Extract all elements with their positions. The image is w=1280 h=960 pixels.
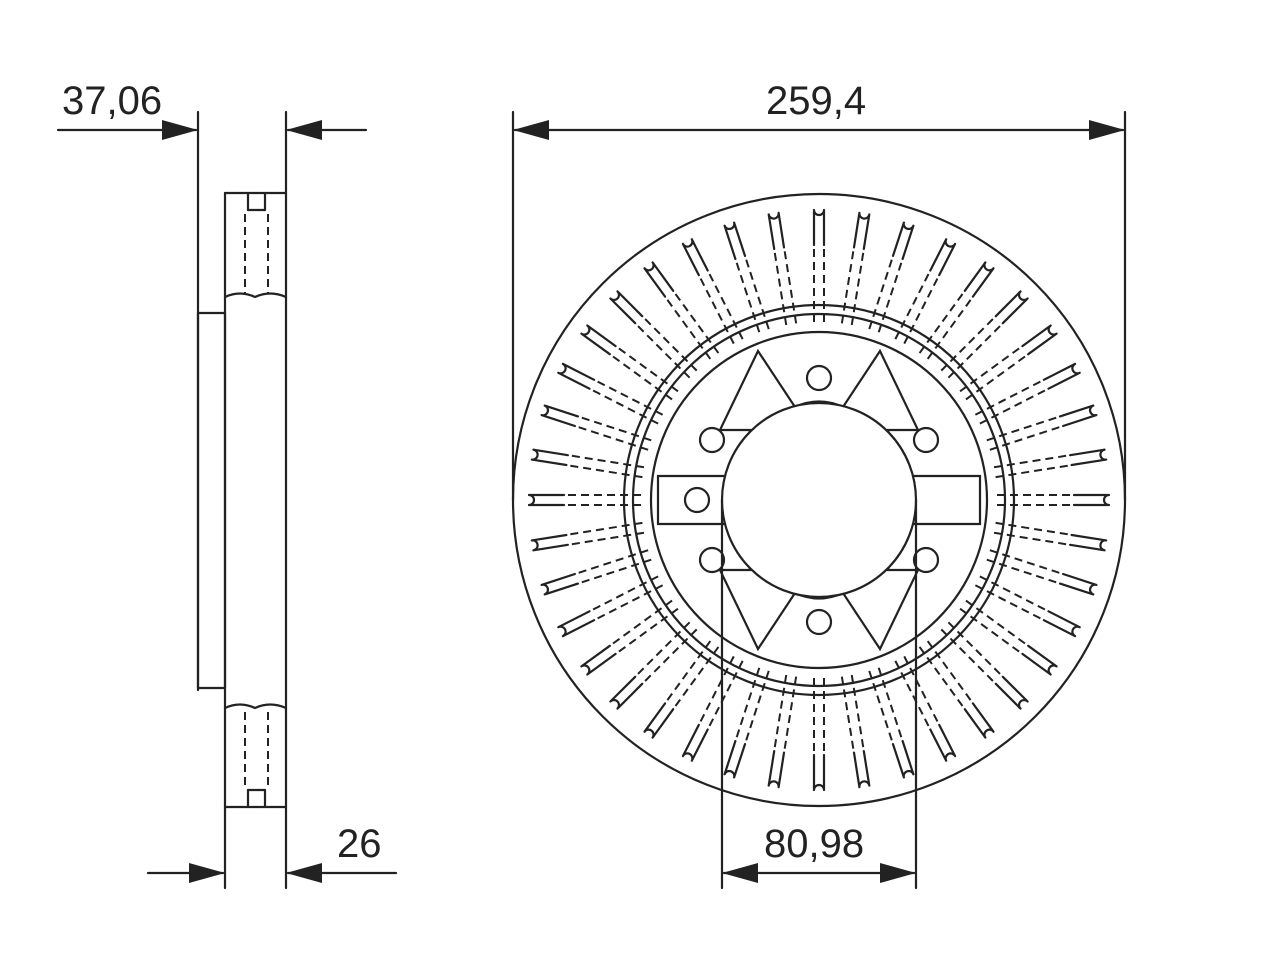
vane-tip <box>723 739 747 779</box>
side-vent-top <box>223 191 288 299</box>
vane-tip <box>767 750 786 789</box>
vane-tip <box>540 572 580 596</box>
vane-tip <box>929 723 957 762</box>
vane-tip <box>643 702 675 739</box>
vane-tip <box>723 221 747 261</box>
diameter-label: 259,4 <box>766 79 866 123</box>
vane-tip <box>580 644 617 676</box>
vane-tip <box>530 533 569 552</box>
diameter-dimension: 259,4 <box>511 79 1127 502</box>
side-view: 37,06 26 <box>56 79 398 890</box>
vane-tip <box>530 448 569 467</box>
side-vent-bottom <box>223 703 288 809</box>
bore-dimension: 80,98 <box>720 498 918 890</box>
vane-tip <box>852 211 871 250</box>
bolt-hole <box>912 426 940 454</box>
vane-tip <box>1058 404 1098 428</box>
vane-tip <box>1072 493 1111 507</box>
bore-label: 80,98 <box>764 822 864 866</box>
vane-tip <box>681 723 709 762</box>
inner-ring-mid <box>631 312 1007 688</box>
vane-tip <box>1058 572 1098 596</box>
vane-tip <box>609 675 644 710</box>
vane-tip <box>1021 644 1058 676</box>
offset-dimension: 37,06 <box>56 79 368 140</box>
vane-tip <box>1042 362 1081 390</box>
front-view: 259,4 80,98 <box>511 79 1127 890</box>
offset-label: 37,06 <box>62 79 162 123</box>
bolt-hole <box>805 364 833 392</box>
vane-tip <box>891 221 915 261</box>
bolt-hole <box>912 546 940 574</box>
bolt-hole <box>698 546 726 574</box>
bolt-hole <box>698 426 726 454</box>
vane-tip <box>852 750 871 789</box>
inner-ring-inner <box>649 330 989 670</box>
cooling-vanes <box>527 208 1111 792</box>
vane-tip <box>1069 533 1108 552</box>
vane-tip <box>963 261 995 298</box>
vane-tip <box>527 493 566 507</box>
vane-tip <box>1042 610 1081 638</box>
vane-tip <box>994 675 1029 710</box>
inner-ring-outer <box>622 303 1016 697</box>
bolt-hole <box>683 486 711 514</box>
vane-tip <box>812 753 826 792</box>
bolt-hole <box>805 608 833 636</box>
vane-tip <box>891 739 915 779</box>
center-bore <box>720 401 918 599</box>
vane-tip <box>767 211 786 250</box>
vane-tip <box>580 324 617 356</box>
vane-tip <box>643 261 675 298</box>
vane-tip <box>1069 448 1108 467</box>
vane-tip <box>1021 324 1058 356</box>
vane-tip <box>812 208 826 247</box>
vane-tip <box>557 610 596 638</box>
vane-tip <box>994 290 1029 325</box>
vane-tip <box>681 238 709 277</box>
thickness-dimension: 26 <box>146 822 398 883</box>
vane-tip <box>609 290 644 325</box>
vane-tip <box>963 702 995 739</box>
vane-tip <box>929 238 957 277</box>
thickness-label: 26 <box>337 822 382 866</box>
vane-tip <box>557 362 596 390</box>
vane-tip <box>540 404 580 428</box>
bolt-holes <box>683 364 940 636</box>
